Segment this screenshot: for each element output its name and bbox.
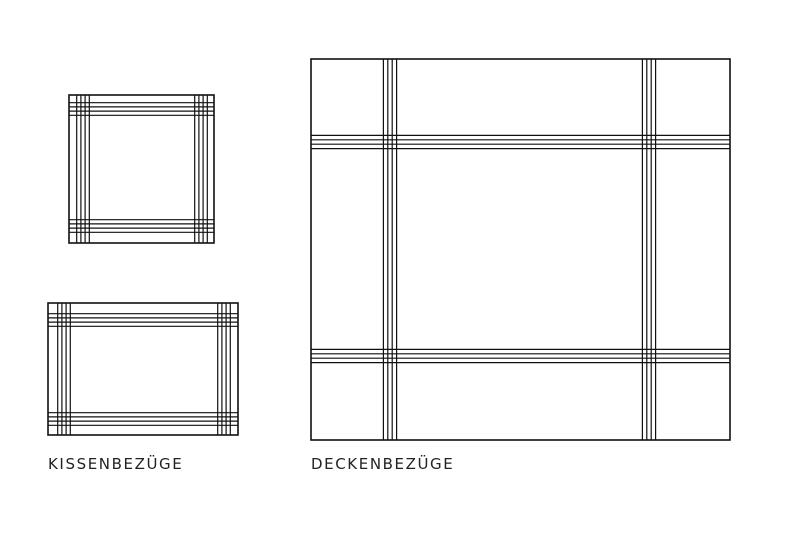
- caption-duvet-covers: DECKENBEZÜGE: [311, 455, 455, 473]
- pillow-square-pattern: [68, 94, 215, 244]
- pillow-square-outline: [68, 94, 215, 244]
- duvet-pattern: [310, 58, 731, 441]
- pillow-rectangle-pattern: [47, 302, 239, 436]
- pillow-rectangle-outline: [47, 302, 239, 436]
- duvet-outline: [310, 58, 731, 441]
- caption-pillow-covers: KISSENBEZÜGE: [48, 455, 184, 473]
